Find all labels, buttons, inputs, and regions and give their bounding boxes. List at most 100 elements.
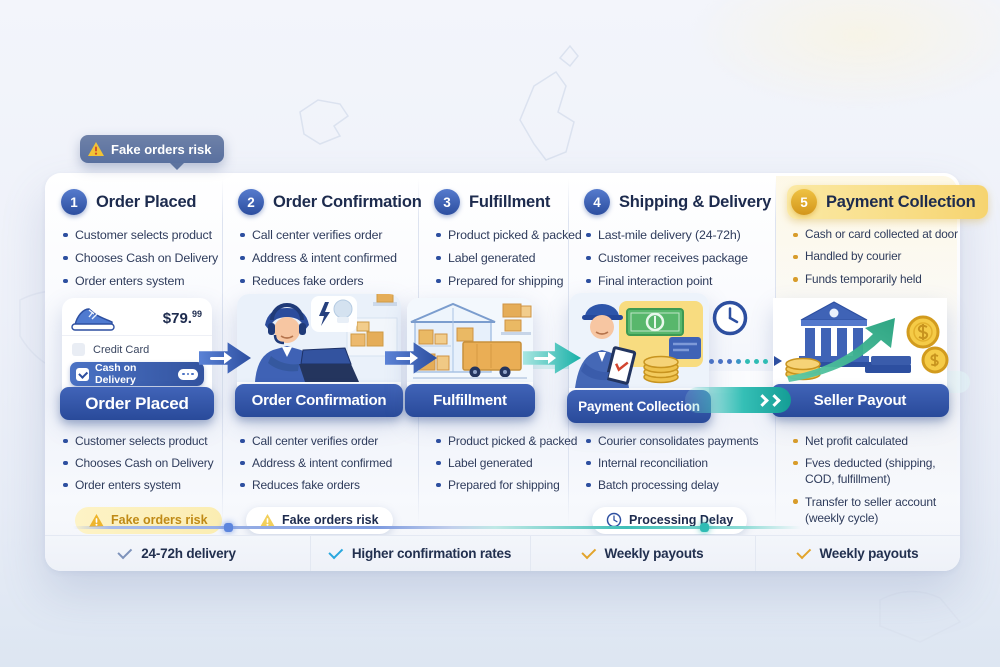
benefit-label: Weekly payouts: [604, 546, 704, 561]
stage-title: Payment Collection: [826, 192, 976, 211]
checkmark-icon: [328, 543, 344, 559]
clock-icon: [712, 300, 748, 336]
tooltip-label: Fake orders risk: [111, 141, 212, 157]
stage-title: Order Placed: [96, 192, 197, 211]
stage-bullet-list: Last-mile delivery (24-72h) Customer rec…: [584, 227, 771, 290]
warning-icon: [89, 513, 104, 527]
dollar-coin-icon: [906, 315, 940, 349]
checkmark-icon: [580, 543, 596, 559]
credit-card-label: Credit Card: [93, 343, 150, 356]
bullet-item: Prepared for shipping: [436, 273, 564, 290]
payout-swoosh-arrow-icon: [685, 387, 791, 413]
benefit-label: Higher confirmation rates: [351, 546, 512, 561]
stage-bullet-list: Courier consolidates payments Internal r…: [584, 433, 771, 494]
stage-number-badge: 2: [238, 189, 264, 215]
benefits-footer: 24-72h delivery Higher confirmation rate…: [45, 535, 960, 571]
bullet-item: Internal reconciliation: [586, 455, 771, 471]
bullet-item: Prepared for shipping: [436, 477, 564, 493]
sneaker-icon: [71, 307, 115, 331]
bullet-item: Address & intent confirmed: [240, 250, 414, 267]
checkbox-unchecked-icon: [72, 343, 85, 356]
warning-icon: [88, 142, 104, 156]
clock-icon: [606, 512, 622, 528]
order-confirmation-illustration: Order Confirmation: [235, 294, 403, 417]
illustration-strip: $79.99 Credit Card Cash on Delivery Orde…: [45, 293, 970, 428]
bullet-item: Final interaction point: [586, 273, 771, 290]
bank-payout-icon: [773, 298, 949, 382]
dotted-connector-icon: [709, 356, 787, 366]
product-price: $79.99: [162, 308, 202, 327]
flow-panel: 1 Order Placed Customer selects product …: [45, 173, 988, 571]
bullet-item: Reduces fake orders: [240, 273, 414, 290]
stage-header: 3 Fulfillment: [434, 185, 564, 219]
benefit-label: Weekly payouts: [819, 546, 919, 561]
bullet-item: Cash or card collected at door: [793, 227, 958, 243]
stage-bullet-list: Call center verifies order Address & int…: [238, 433, 414, 494]
stage-headers-row: 1 Order Placed Customer selects product …: [45, 183, 988, 297]
stage-column-5: 5 Payment Collection Cash or card collec…: [775, 183, 988, 297]
bullet-item: Last-mile delivery (24-72h): [586, 227, 771, 244]
benefit-label: 24-72h delivery: [141, 546, 236, 561]
bullet-item: Reduces fake orders: [240, 477, 414, 493]
stage-detail-column-4: Courier consolidates payments Internal r…: [568, 423, 775, 534]
dollar-coin-icon: [921, 346, 949, 374]
checkbox-checked-icon: [76, 367, 89, 381]
bullet-item: Courier consolidates payments: [586, 433, 771, 449]
stage-detail-column-5: Net profit calculated Fves deducted (shi…: [775, 423, 960, 534]
bullet-item: Fves deducted (shipping, COD, fulfillmen…: [793, 455, 956, 487]
progress-timeline: [73, 523, 801, 532]
stage-detail-column-1: Customer selects product Chooses Cash on…: [45, 423, 222, 534]
stage-bullet-list: Customer selects product Chooses Cash on…: [61, 433, 218, 494]
highlighted-header-pill: 5 Payment Collection: [787, 185, 988, 219]
coin-stack-icon: [643, 355, 679, 384]
toggle-icon: [178, 368, 198, 380]
credit-card-option: Credit Card: [72, 343, 202, 356]
stage-number-badge: 5: [791, 189, 817, 215]
bullet-item: Net profit calculated: [793, 433, 956, 449]
bullet-item: Chooses Cash on Delivery: [63, 455, 218, 471]
stage-header: 1 Order Placed: [61, 185, 218, 219]
stage-header: 4 Shipping & Delivery: [584, 185, 771, 219]
benefit-item: Weekly payouts: [755, 536, 960, 571]
bullet-item: Funds temporarily held: [793, 272, 956, 288]
processing-delay-badge: Processing Delay: [592, 506, 748, 534]
cod-label: Cash on Delivery: [95, 362, 137, 386]
stage-header: 5 Payment Collection: [787, 185, 988, 219]
call-center-agent-icon: [237, 294, 401, 382]
stage-bullet-list: Customer selects product Chooses Cash on…: [61, 227, 218, 290]
bullet-item: Order enters system: [63, 273, 218, 290]
stage-number-badge: 3: [434, 189, 460, 215]
stage-detail-column-3: Product picked & packed Label generated …: [418, 423, 577, 534]
stage-column-4: 4 Shipping & Delivery Last-mile delivery…: [568, 183, 775, 297]
bullet-item: Chooses Cash on Delivery: [63, 250, 218, 267]
stage-title: Fulfillment: [469, 192, 551, 211]
stage-banner: Order Confirmation: [235, 384, 403, 417]
benefit-item: Weekly payouts: [530, 536, 755, 571]
stage-number-badge: 1: [61, 189, 87, 215]
bullet-item: Label generated: [436, 455, 564, 471]
seller-payout-illustration: Seller Payout: [771, 298, 949, 417]
bullet-item: Handled by courier: [793, 249, 956, 265]
courier-payment-icon: [569, 293, 709, 388]
stage-banner: Fulfillment: [405, 384, 535, 417]
stage-details-row: Customer selects product Chooses Cash on…: [45, 423, 960, 534]
product-row: $79.99: [62, 298, 212, 336]
stage-bullet-list: Net profit calculated Fves deducted (shi…: [791, 433, 956, 526]
warehouse-truck-icon: [407, 298, 533, 382]
payment-collection-illustration: Payment Collection: [567, 293, 711, 423]
bullet-item: Product picked & packed: [436, 433, 577, 449]
timeline-marker-teal: [700, 523, 709, 532]
order-placed-illustration: $79.99 Credit Card Cash on Delivery Orde…: [60, 298, 214, 420]
stage-bullet-list: Call center verifies order Address & int…: [238, 227, 414, 290]
stage-detail-column-2: Call center verifies order Address & int…: [222, 423, 418, 534]
stage-banner: Order Placed: [60, 387, 214, 420]
bullet-item: Address & intent confirmed: [240, 455, 414, 471]
bullet-item: Call center verifies order: [240, 227, 414, 244]
bullet-item: Transfer to seller account (weekly cycle…: [793, 494, 956, 526]
stage-bullet-list: Cash or card collected at door Handled b…: [791, 227, 958, 288]
stage-title: Order Confirmation: [273, 192, 422, 211]
benefit-item: Higher confirmation rates: [310, 536, 530, 571]
risk-badge: Fake orders risk: [246, 506, 393, 534]
stage-number-badge: 4: [584, 189, 610, 215]
